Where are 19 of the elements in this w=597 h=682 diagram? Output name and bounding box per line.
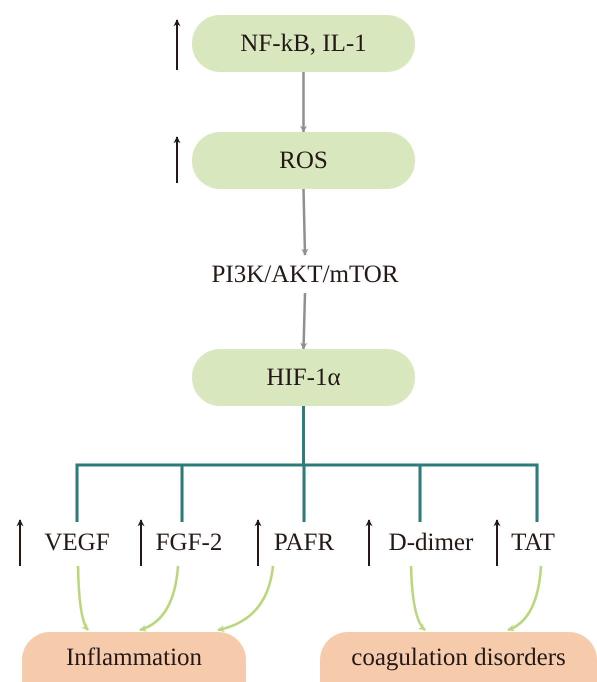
molecule-label: FGF-2 [146, 522, 232, 562]
arrow [300, 292, 308, 350]
pathway-node: HIF-1α [192, 349, 415, 406]
molecule-label: VEGF [36, 522, 118, 562]
arrow [300, 72, 307, 133]
arrow [76, 566, 89, 631]
arrow [139, 566, 180, 632]
arrow [410, 566, 426, 631]
outcome-node: coagulation disorders [320, 632, 597, 682]
molecule-label: PAFR [264, 522, 344, 562]
pathway-node: ROS [192, 132, 415, 189]
arrow [217, 566, 274, 632]
arrow [301, 188, 308, 256]
molecule-label: PI3K/AKT/mTOR [185, 255, 425, 293]
pathway-node: NF-kB, IL-1 [192, 15, 415, 72]
molecule-label: D-dimer [376, 522, 486, 562]
molecule-label: TAT [504, 522, 562, 562]
outcome-node: Inflammation [22, 632, 246, 682]
arrow [507, 566, 542, 632]
